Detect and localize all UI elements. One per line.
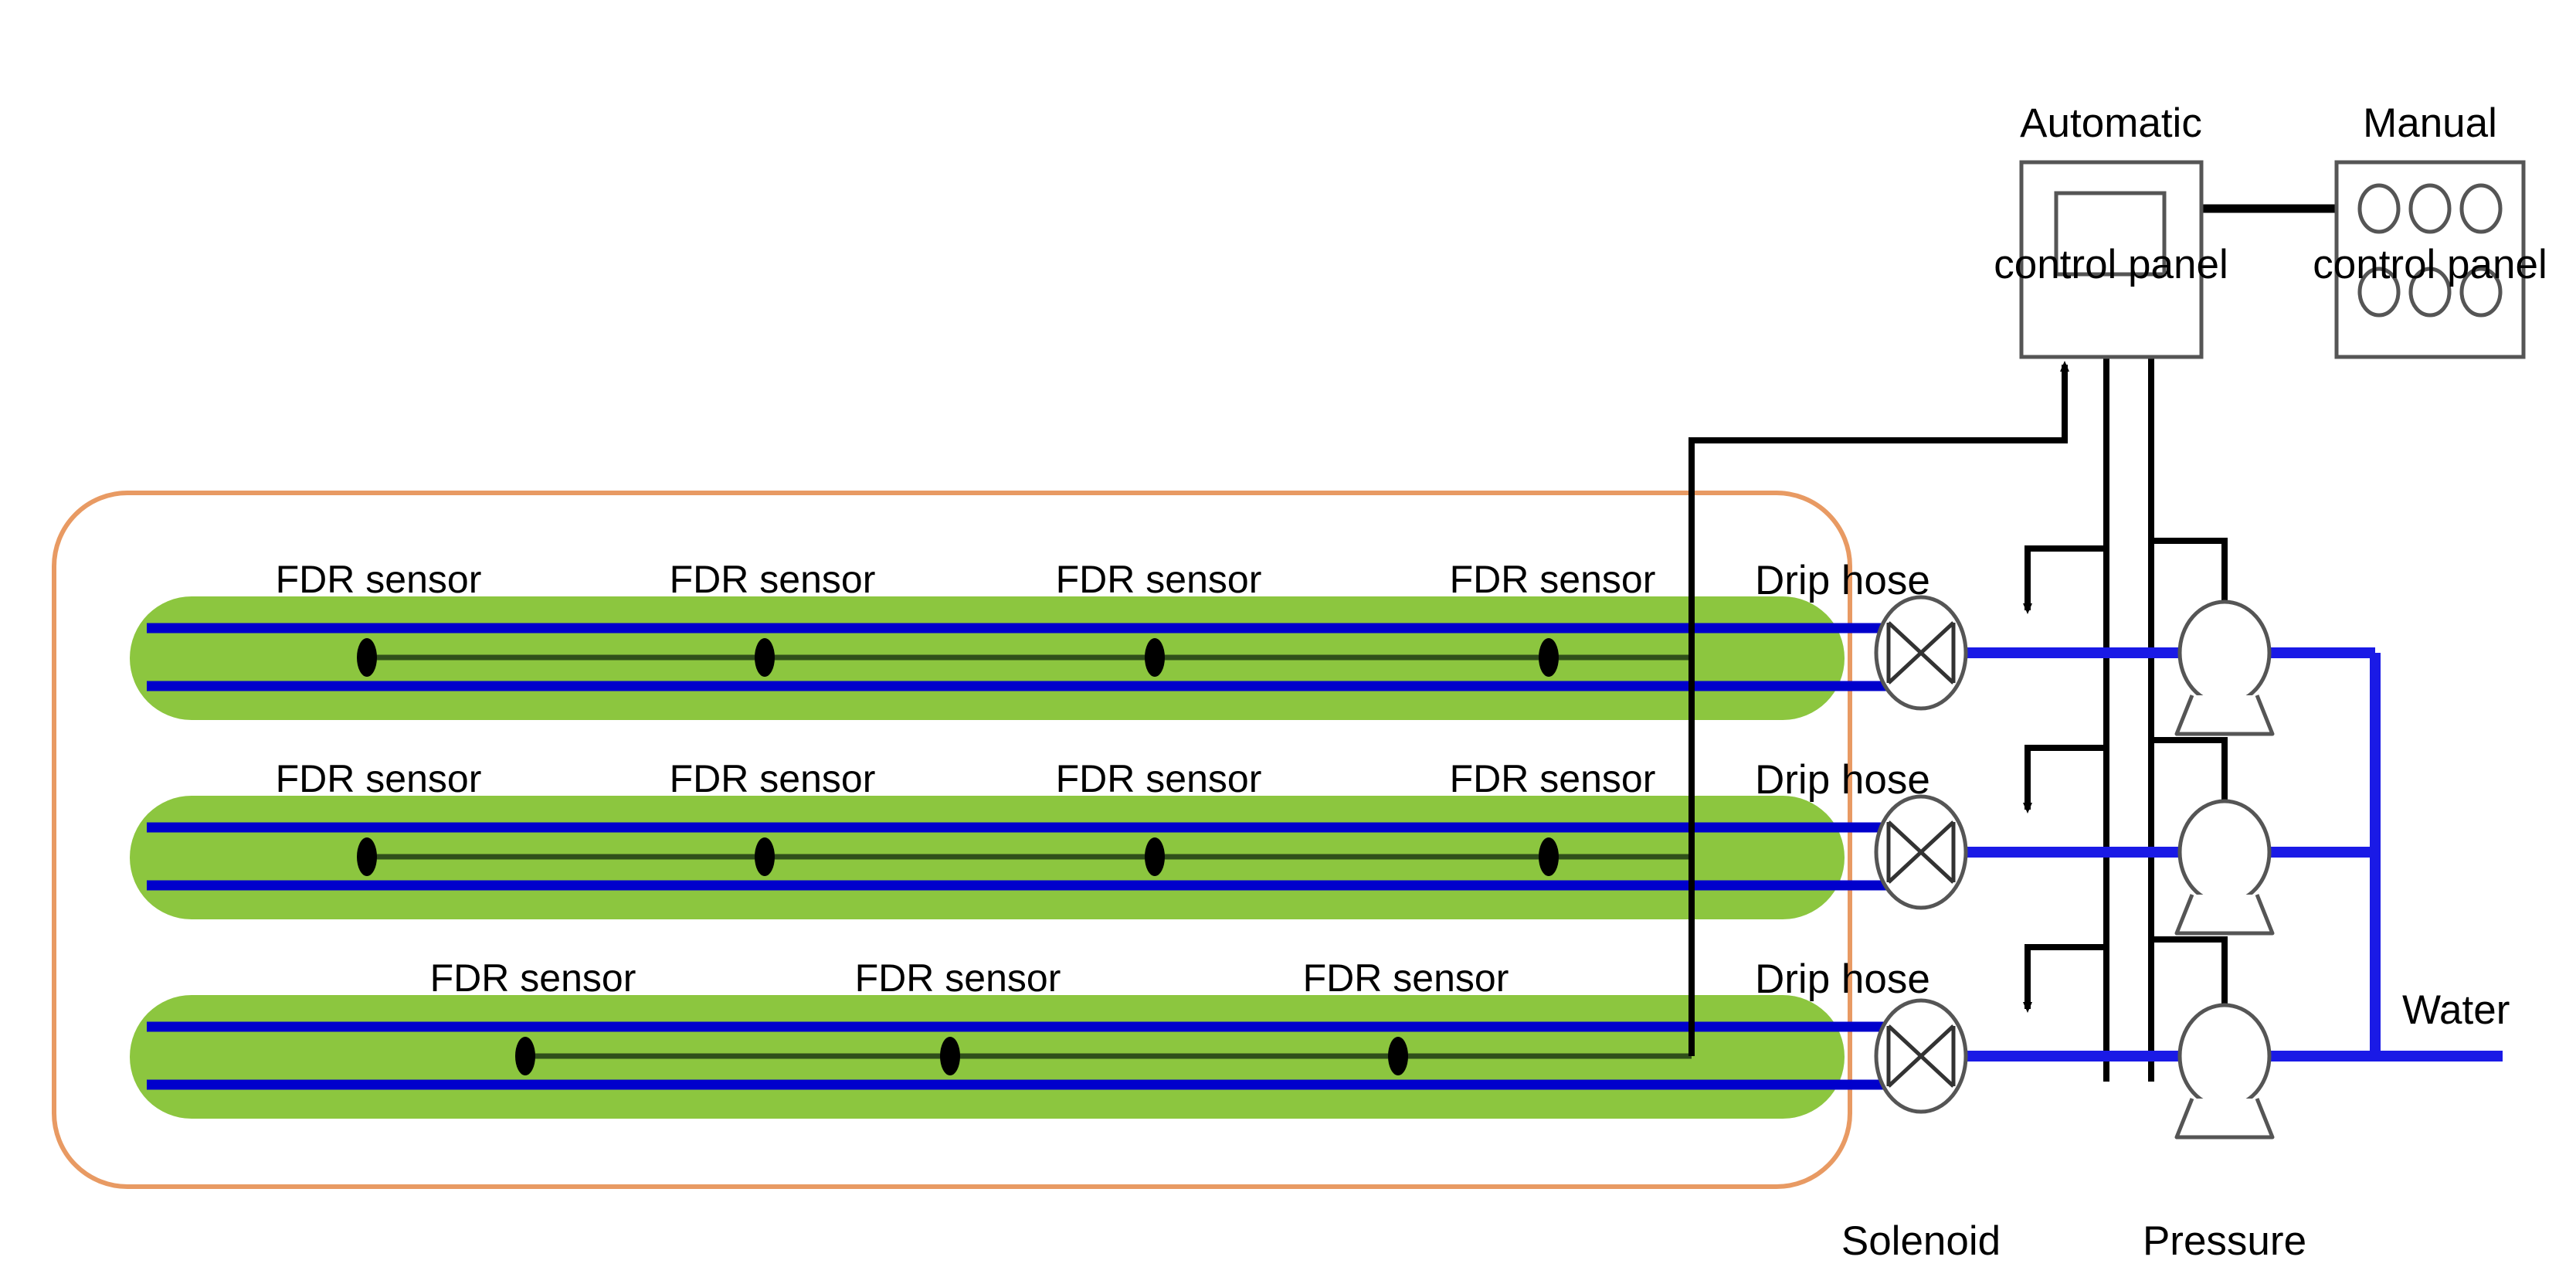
manual-button-5[interactable] [2408, 267, 2452, 318]
solenoid-valve-label: Solenoid valve [1841, 1124, 2001, 1267]
automatic-control-panel-title: Automatic control panel [1994, 6, 2228, 383]
fdr-sensor-dot[interactable] [1145, 638, 1165, 677]
solenoid-valve-3[interactable] [1874, 998, 1968, 1114]
fdr-sensor-label: FDR sensor [669, 757, 876, 800]
manual-button-6[interactable] [2459, 267, 2503, 318]
solenoid-valve-2[interactable] [1874, 794, 1968, 910]
manual-button-2[interactable] [2408, 183, 2452, 234]
solenoid-valve-label-line1: Solenoid [1841, 1218, 2001, 1264]
fdr-sensor-dot[interactable] [357, 837, 377, 876]
fdr-sensor-dot[interactable] [1388, 1037, 1408, 1075]
display-screen [2054, 191, 2167, 277]
pressure-pump-3[interactable] [2174, 1003, 2275, 1140]
automatic-control-panel-box[interactable] [2019, 160, 2204, 359]
water-supply-network [1850, 623, 2503, 1090]
fdr-sensor-dot[interactable] [755, 638, 775, 677]
pressure-pump-2[interactable] [2174, 799, 2275, 936]
fdr-sensor-label: FDR sensor [854, 956, 1061, 1000]
fdr-sensor-label: FDR sensor [1055, 558, 1262, 601]
field-row-3 [130, 995, 1850, 1119]
valve-control-bus [2023, 355, 2109, 1082]
pump-control-bus [2148, 355, 2229, 1082]
fdr-sensor-dot[interactable] [1145, 837, 1165, 876]
automatic-panel-title-line1: Automatic [2020, 100, 2202, 146]
fdr-sensor-dot[interactable] [940, 1037, 960, 1075]
field-row-1 [130, 596, 1850, 720]
automatic-panel-title-line2: control panel [1994, 241, 2228, 287]
manual-button-4[interactable] [2357, 267, 2401, 318]
solenoid-valve-1[interactable] [1874, 595, 1968, 711]
fdr-sensor-label: FDR sensor [669, 558, 876, 601]
fdr-sensor-label: FDR sensor [429, 956, 636, 1000]
manual-control-panel-title: Manual control panel [2313, 6, 2547, 383]
fdr-sensor-label: FDR sensor [1449, 558, 1656, 601]
sensor-signal-bus [1688, 361, 2069, 1056]
field-row-2 [130, 796, 1850, 919]
drip-hose-label: Drip hose [1755, 757, 1930, 803]
pressure-pump-1[interactable] [2174, 600, 2275, 736]
fdr-sensor-label: FDR sensor [1302, 956, 1509, 1000]
fdr-sensor-label: FDR sensor [275, 558, 482, 601]
manual-control-panel-box[interactable] [2334, 160, 2526, 359]
fdr-sensor-label: FDR sensor [275, 757, 482, 800]
manual-panel-title-line2: control panel [2313, 241, 2547, 287]
fdr-sensor-label: FDR sensor [1449, 757, 1656, 800]
fdr-sensor-dot[interactable] [515, 1037, 535, 1075]
pressure-pump-label: Pressure pump [2143, 1124, 2306, 1267]
fdr-sensor-dot[interactable] [1539, 638, 1559, 677]
drip-hose-label: Drip hose [1755, 956, 1930, 1002]
manual-button-1[interactable] [2357, 183, 2401, 234]
drip-hose-label: Drip hose [1755, 558, 1930, 603]
fdr-sensor-label: FDR sensor [1055, 757, 1262, 800]
fdr-sensor-dot[interactable] [755, 837, 775, 876]
fdr-sensor-dot[interactable] [1539, 837, 1559, 876]
pressure-pump-label-line1: Pressure [2142, 1218, 2307, 1264]
water-label: Water [2402, 987, 2510, 1033]
manual-panel-title-line1: Manual [2363, 100, 2497, 146]
field-boundary [52, 491, 1852, 1189]
manual-button-3[interactable] [2459, 183, 2503, 234]
fdr-sensor-dot[interactable] [357, 638, 377, 677]
